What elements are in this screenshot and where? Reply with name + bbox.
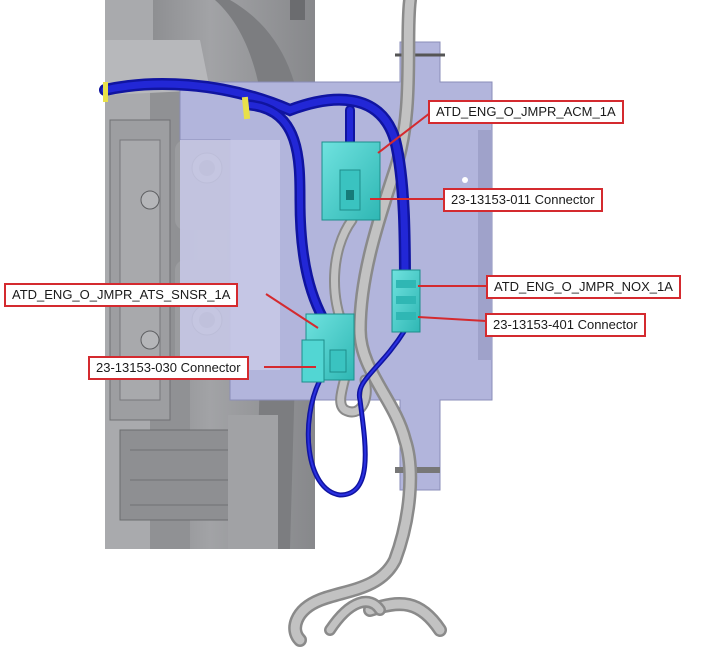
leader-lines	[264, 112, 487, 368]
callout-nox-connector: 23-13153-401 Connector	[485, 313, 646, 337]
leader-acm-jumper	[377, 112, 431, 154]
nox-connector	[391, 269, 421, 333]
ats-sensor-connector	[301, 313, 355, 383]
callout-acm-connector: 23-13153-011 Connector	[443, 188, 603, 212]
callout-ats-sensor-jumper: ATD_ENG_O_JMPR_ATS_SNSR_1A	[4, 283, 239, 307]
leader-nox-connector	[417, 316, 487, 322]
callout-ats-connector: 23-13153-030 Connector	[88, 356, 249, 380]
bolt-3	[140, 190, 160, 210]
callout-nox-jumper: ATD_ENG_O_JMPR_NOX_1A	[486, 275, 681, 299]
bolt-4	[140, 330, 160, 350]
leader-ats-sensor-jumper	[265, 293, 319, 329]
acm-connector	[321, 141, 381, 221]
callout-acm-jumper: ATD_ENG_O_JMPR_ACM_1A	[428, 100, 624, 124]
